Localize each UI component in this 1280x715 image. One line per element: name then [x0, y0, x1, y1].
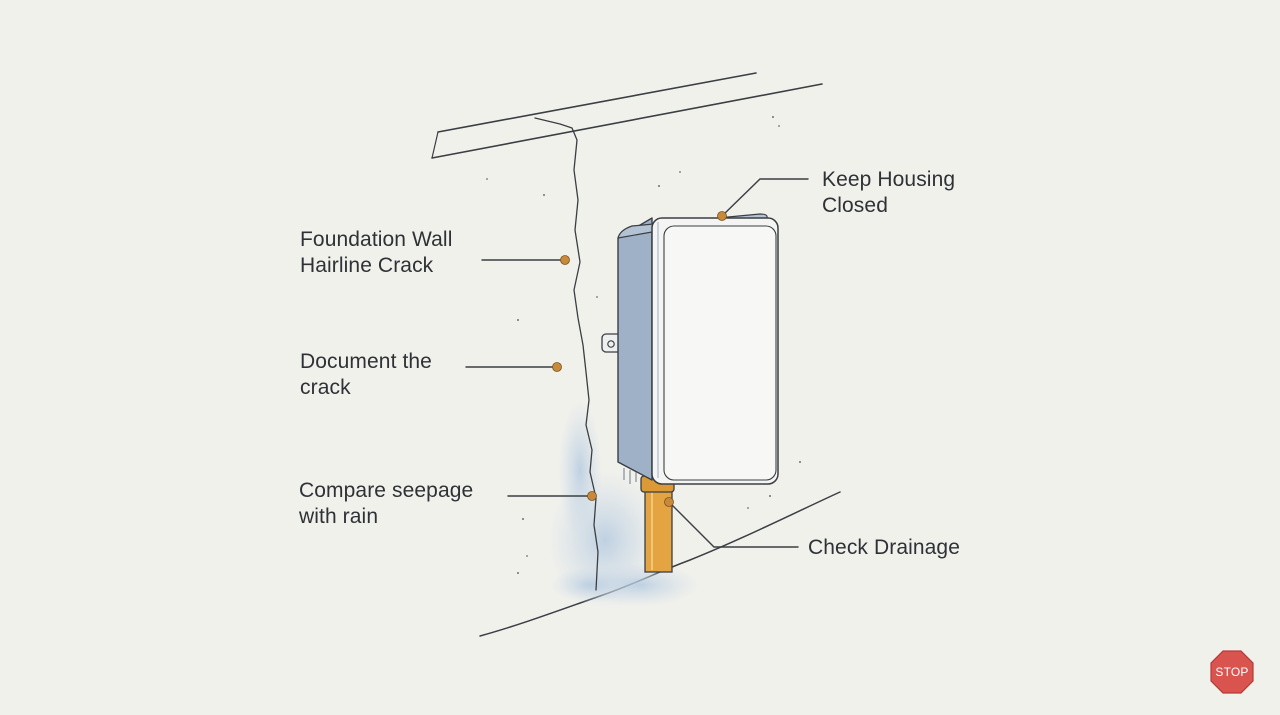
leader-housing: [721, 178, 809, 217]
marker-housing: [717, 211, 727, 221]
stop-button-label: STOP: [1215, 665, 1249, 679]
callout-leaders: [465, 178, 809, 548]
marker-seepage: [587, 491, 597, 501]
drain-pipe: [640, 475, 675, 573]
marker-document: [552, 362, 562, 372]
mounting-tab: [601, 333, 623, 353]
water-stain: [547, 400, 700, 610]
callout-document-line2: crack: [300, 376, 351, 399]
callout-compare-seepage: Compare seepage with rain: [299, 478, 473, 530]
wall-top-edge: [431, 72, 823, 159]
callout-document-line1: Document the: [300, 350, 432, 373]
callout-seepage-line2: with rain: [299, 505, 379, 528]
callout-seepage-line1: Compare seepage: [299, 479, 474, 502]
marker-drainage: [664, 497, 674, 507]
callout-check-drainage: Check Drainage: [808, 535, 960, 561]
callout-drainage-line1: Check Drainage: [808, 536, 960, 559]
wall-speckles: [486, 116, 801, 574]
marker-crack: [560, 255, 570, 265]
callout-crack-line1: Foundation Wall: [300, 228, 453, 251]
stop-octagon-icon: [1210, 650, 1254, 694]
callout-document-crack: Document the crack: [300, 349, 432, 401]
utility-housing: [617, 213, 779, 485]
callout-housing-line1: Keep Housing: [822, 168, 956, 191]
callout-keep-housing-closed: Keep Housing Closed: [822, 167, 955, 219]
callout-markers: [552, 211, 727, 507]
callout-crack-line2: Hairline Crack: [300, 254, 434, 277]
stop-button[interactable]: STOP: [1210, 650, 1254, 694]
callout-housing-line2: Closed: [822, 194, 888, 217]
callout-foundation-crack: Foundation Wall Hairline Crack: [300, 227, 452, 279]
leader-drainage: [668, 501, 799, 548]
